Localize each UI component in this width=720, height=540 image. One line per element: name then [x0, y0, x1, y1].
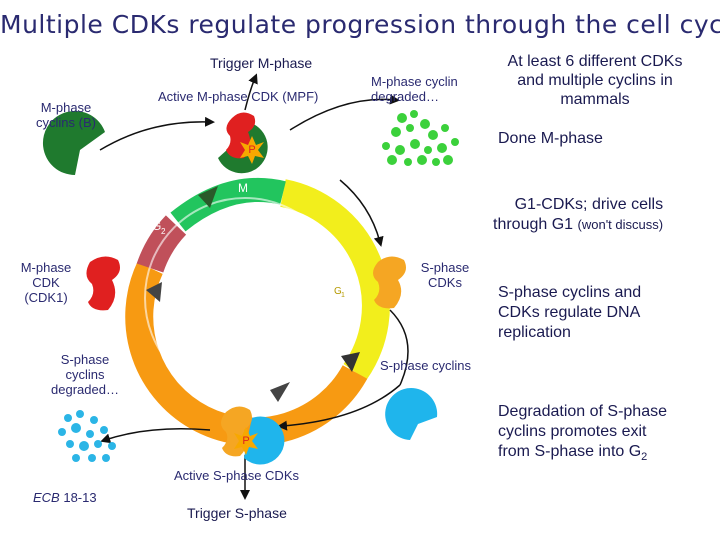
- active-m-cdk-icon: P: [218, 112, 268, 174]
- active-m-cdk-label: Active M-phase CDK (MPF): [158, 89, 319, 104]
- inner-ring: [144, 197, 346, 399]
- cycle-arrow-left: [146, 282, 162, 302]
- s-phase-cyclins-label: S-phase cyclins: [380, 358, 472, 373]
- m-phase-arc: [170, 178, 286, 232]
- cycle-arrow-right: [341, 352, 360, 372]
- phase-s-label: S: [177, 362, 186, 377]
- done-m-phase-label: Done M-phase: [498, 130, 603, 147]
- phase-g1-label: G: [334, 286, 342, 297]
- phase-g1-sub: 1: [341, 292, 345, 299]
- active-s-cdks-label: Active S-phase CDKs: [174, 468, 299, 483]
- cycle-arrow-top: [198, 186, 218, 208]
- page-title: Multiple CDKs regulate progression throu…: [0, 10, 720, 39]
- arrow-cycle-to-g1-cdk: [339, 179, 384, 247]
- degraded-s-cyclin-dots: [58, 410, 116, 462]
- g1-cdks-note: G1-CDKs; drive cells through G1 (won't d…: [493, 196, 664, 233]
- phase-g2-label: G: [152, 219, 161, 233]
- degraded-m-cyclin-dots: [382, 110, 459, 166]
- m-phase-cyclin-icon: [42, 111, 105, 176]
- phase-m-label: M: [238, 181, 248, 195]
- phosphate-label-s: P: [242, 435, 249, 447]
- arrow-to-active-s: [277, 384, 401, 431]
- trigger-s-phase-label: Trigger S-phase: [187, 505, 287, 521]
- arrow-mpf-to-trigger: [244, 73, 258, 111]
- trigger-m-phase-label: Trigger M-phase: [210, 55, 313, 71]
- arrow-to-degraded-s: [100, 428, 211, 444]
- ecb-reference: ECB 18-13: [33, 490, 97, 505]
- s-phase-cdk-icon: [373, 256, 406, 309]
- arrow-to-degraded-m: [289, 94, 400, 131]
- active-s-cdk-icon: P: [221, 406, 285, 465]
- cycle-arrow-bottom: [270, 382, 290, 402]
- arrow-s-cyclin-to-cdk: [389, 309, 409, 386]
- m-phase-cdk-icon: [86, 256, 120, 311]
- g1-phase-arc: [279, 179, 390, 381]
- phase-g2-sub: 2: [161, 227, 166, 236]
- s-phase-arc: [125, 262, 368, 446]
- arrow-m-cyclin-to-mpf: [99, 116, 215, 151]
- s-phase-cyclin-icon: [385, 388, 438, 440]
- phosphate-label-m: P: [248, 144, 255, 156]
